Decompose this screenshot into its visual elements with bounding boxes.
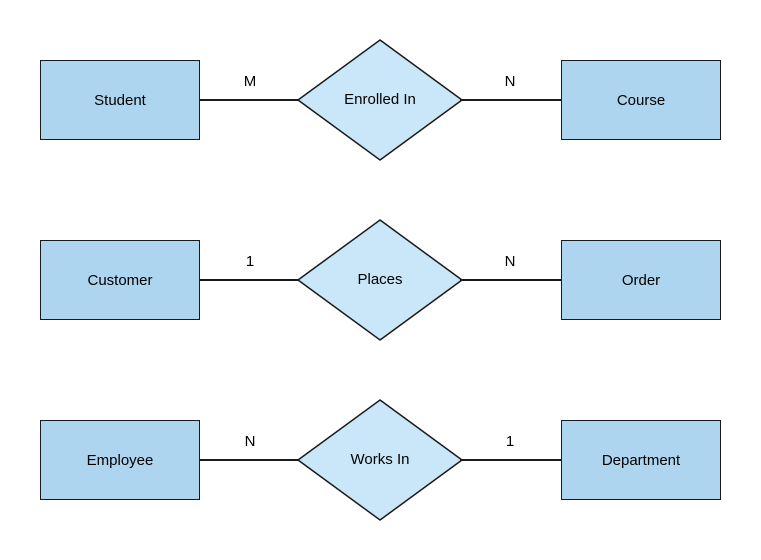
entity-label: Department bbox=[601, 451, 681, 469]
entity-label: Employee bbox=[86, 451, 154, 469]
diamond-icon bbox=[296, 39, 464, 161]
diamond-shape bbox=[296, 399, 464, 521]
cardinality-label: N bbox=[244, 433, 256, 450]
entity-label: Order bbox=[621, 271, 661, 289]
connector-line bbox=[200, 459, 300, 461]
cardinality-label: 1 bbox=[505, 433, 515, 450]
er-row-employee-department: Employee N Works In 1 Department bbox=[0, 398, 761, 522]
er-row-customer-order: Customer 1 Places N Order bbox=[0, 218, 761, 342]
entity-department: Department bbox=[561, 420, 721, 500]
cardinality-label: 1 bbox=[245, 253, 255, 270]
diamond-shape bbox=[296, 39, 464, 161]
relationship-places: Places bbox=[296, 218, 464, 342]
cardinality-label: N bbox=[504, 253, 516, 270]
er-row-student-course: Student M Enrolled In N Course bbox=[0, 38, 761, 162]
relationship-label: Enrolled In bbox=[344, 91, 416, 108]
cardinality-label: N bbox=[504, 73, 516, 90]
entity-customer: Customer bbox=[40, 240, 200, 320]
entity-employee: Employee bbox=[40, 420, 200, 500]
diamond-shape bbox=[296, 219, 464, 341]
entity-label: Student bbox=[94, 91, 146, 109]
entity-order: Order bbox=[561, 240, 721, 320]
diamond-icon bbox=[296, 399, 464, 521]
relationship-label: Works In bbox=[350, 451, 410, 468]
entity-label: Course bbox=[616, 91, 666, 109]
connector-line bbox=[460, 459, 561, 461]
connector-line bbox=[200, 279, 300, 281]
relationship-works-in: Works In bbox=[296, 398, 464, 522]
entity-student: Student bbox=[40, 60, 200, 140]
entity-course: Course bbox=[561, 60, 721, 140]
relationship-enrolled-in: Enrolled In bbox=[296, 38, 464, 162]
connector-line bbox=[460, 99, 561, 101]
relationship-label: Places bbox=[357, 271, 403, 288]
entity-label: Customer bbox=[87, 271, 153, 289]
cardinality-label: M bbox=[243, 73, 257, 90]
connector-line bbox=[460, 279, 561, 281]
diamond-icon bbox=[296, 219, 464, 341]
connector-line bbox=[200, 99, 300, 101]
